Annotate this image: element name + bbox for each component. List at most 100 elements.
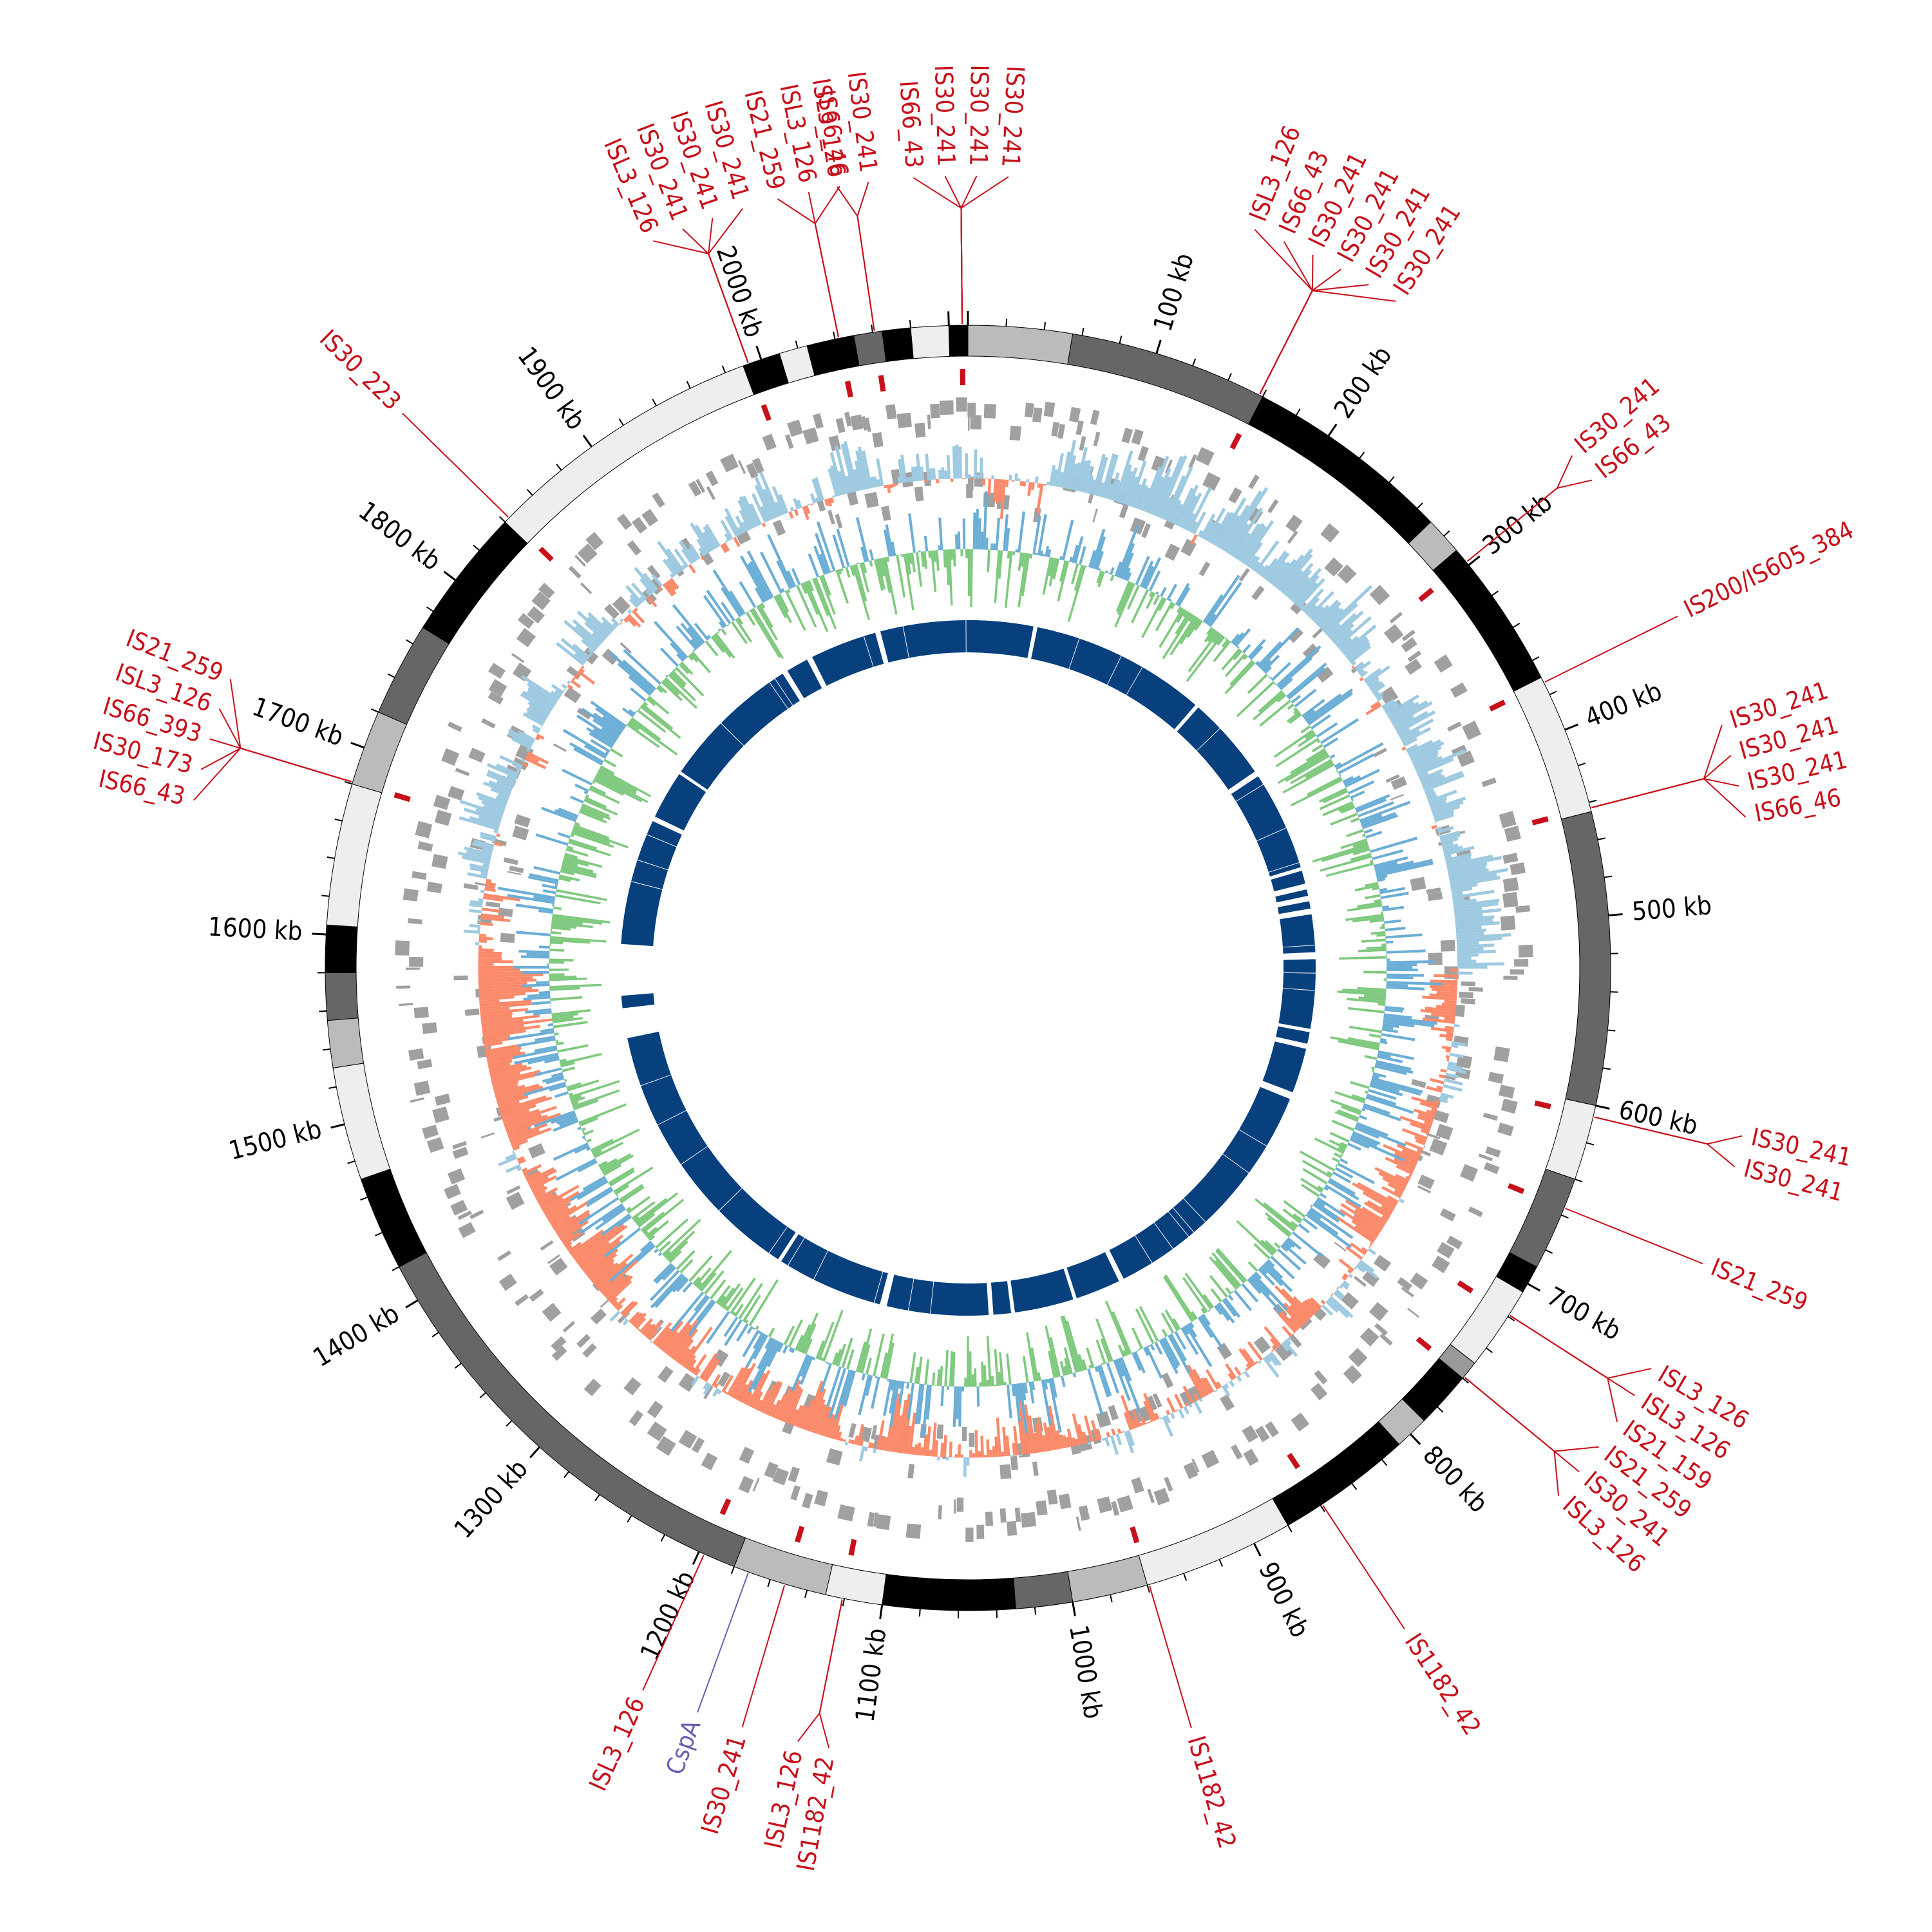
gene-block bbox=[746, 462, 759, 479]
tick-label: 200 kb bbox=[1329, 341, 1398, 424]
gc-skew-bar bbox=[1453, 898, 1500, 908]
gc-content-bar bbox=[739, 581, 757, 609]
gc-skew-bar bbox=[469, 900, 483, 905]
gene-block bbox=[848, 1423, 857, 1439]
gc-skew-bar bbox=[591, 1262, 615, 1283]
gc-content-bar bbox=[986, 1379, 989, 1387]
gc-content-bar bbox=[1376, 1055, 1403, 1063]
gc-skew-bar bbox=[920, 1447, 924, 1456]
gc-skew-bar bbox=[1350, 661, 1356, 666]
gc-content-bar bbox=[586, 1138, 592, 1143]
ideogram-segment bbox=[1248, 396, 1432, 544]
gc-content-bar bbox=[1372, 886, 1379, 891]
gc-content-bar bbox=[719, 1287, 735, 1307]
gc-skew-bar bbox=[1332, 623, 1354, 643]
gene-block bbox=[562, 1320, 576, 1333]
gc-content-bar bbox=[1062, 1315, 1081, 1372]
gene-block bbox=[574, 554, 586, 567]
gene-block bbox=[1411, 1079, 1426, 1088]
gc-content-bar bbox=[1060, 1375, 1066, 1388]
gc-skew-bar bbox=[1456, 933, 1511, 940]
gc-content-bar bbox=[1260, 659, 1272, 670]
gc-content-bar bbox=[640, 1240, 652, 1252]
gc-content-bar bbox=[1298, 1223, 1310, 1234]
gc-content-bar bbox=[818, 1321, 835, 1360]
gc-skew-bar bbox=[768, 1403, 776, 1417]
gc-content-bar bbox=[627, 1196, 650, 1214]
gc-skew-bar bbox=[658, 587, 663, 592]
gc-content-bar bbox=[1048, 1350, 1056, 1378]
tick-mark bbox=[755, 345, 762, 360]
gc-content-bar bbox=[1374, 862, 1398, 870]
gene-block bbox=[1427, 891, 1443, 902]
gc-content-bar bbox=[650, 1273, 684, 1309]
gc-content-bar bbox=[549, 987, 580, 991]
gc-skew-bar bbox=[733, 536, 741, 547]
gc-skew-bar bbox=[1123, 1412, 1133, 1430]
gc-skew-bar bbox=[1019, 1454, 1022, 1457]
gc-skew-bar bbox=[547, 1206, 569, 1222]
tick-mark bbox=[498, 516, 506, 523]
gc-skew-bar bbox=[522, 1164, 542, 1175]
gene-block bbox=[1502, 892, 1519, 908]
is-marker bbox=[1534, 1100, 1551, 1110]
gene-block bbox=[1267, 499, 1279, 514]
gc-content-bar bbox=[740, 555, 768, 602]
gc-content-bar bbox=[583, 790, 589, 795]
gc-skew-bar bbox=[608, 1280, 632, 1303]
gc-skew-bar bbox=[1390, 700, 1428, 724]
gc-skew-bar bbox=[506, 1112, 562, 1135]
gc-content-bar bbox=[917, 1384, 925, 1425]
gc-content-bar bbox=[1074, 536, 1084, 564]
gc-content-bar bbox=[846, 1349, 855, 1370]
tick-mark bbox=[392, 1266, 400, 1271]
gc-content-bar bbox=[956, 1386, 960, 1419]
gene-block bbox=[1131, 1477, 1144, 1494]
gc-content-bar bbox=[578, 1103, 627, 1124]
gc-skew-bar bbox=[478, 978, 537, 983]
gc-content-bar bbox=[715, 1285, 731, 1304]
gc-skew-bar bbox=[1367, 1247, 1377, 1256]
gc-content-bar bbox=[595, 1207, 627, 1231]
gc-skew-bar bbox=[896, 1399, 907, 1454]
gc-skew-bar bbox=[477, 927, 480, 931]
gc-skew-bar bbox=[1336, 616, 1372, 648]
gene-block bbox=[527, 606, 545, 624]
gc-skew-bar bbox=[1398, 1198, 1405, 1204]
gene-block bbox=[1220, 1394, 1235, 1411]
gc-content-bar bbox=[1095, 1339, 1106, 1365]
gc-skew-bar bbox=[1286, 569, 1312, 598]
gene-block bbox=[580, 582, 592, 594]
gc-skew-bar bbox=[1060, 451, 1071, 488]
gc-skew-bar bbox=[551, 683, 564, 694]
gc-content-bar bbox=[1303, 709, 1316, 720]
gc-content-bar bbox=[643, 1231, 649, 1236]
gc-content-bar bbox=[931, 1372, 936, 1386]
gc-skew-bar bbox=[648, 1329, 658, 1341]
tick-mark bbox=[1320, 1504, 1325, 1513]
gc-content-bar bbox=[824, 1361, 828, 1363]
gc-skew-bar bbox=[1235, 523, 1261, 560]
label-connector bbox=[708, 208, 749, 363]
gene-block bbox=[1024, 402, 1034, 418]
gc-skew-bar bbox=[1382, 1177, 1406, 1191]
gc-skew-bar bbox=[969, 1450, 972, 1458]
gc-content-bar bbox=[1117, 582, 1133, 615]
gc-skew-bar bbox=[714, 1383, 719, 1388]
gc-content-bar bbox=[649, 1235, 656, 1242]
gc-skew-bar bbox=[1401, 1149, 1421, 1159]
tick-mark bbox=[730, 1566, 735, 1575]
gc-skew-bar bbox=[1262, 1357, 1280, 1378]
gc-content-bar bbox=[1378, 1003, 1386, 1006]
tick-mark bbox=[506, 1420, 513, 1427]
gc-skew-bar bbox=[806, 1385, 825, 1432]
gc-skew-bar bbox=[622, 1318, 629, 1325]
gc-content-bar bbox=[555, 1039, 559, 1043]
gc-skew-bar bbox=[1440, 1068, 1447, 1073]
gc-skew-bar bbox=[1033, 1432, 1039, 1454]
gene-block bbox=[828, 435, 841, 451]
gene-block bbox=[568, 565, 582, 579]
gc-content-bar bbox=[599, 1158, 618, 1170]
gc-skew-bar bbox=[882, 1437, 888, 1451]
gc-content-bar bbox=[730, 621, 748, 644]
